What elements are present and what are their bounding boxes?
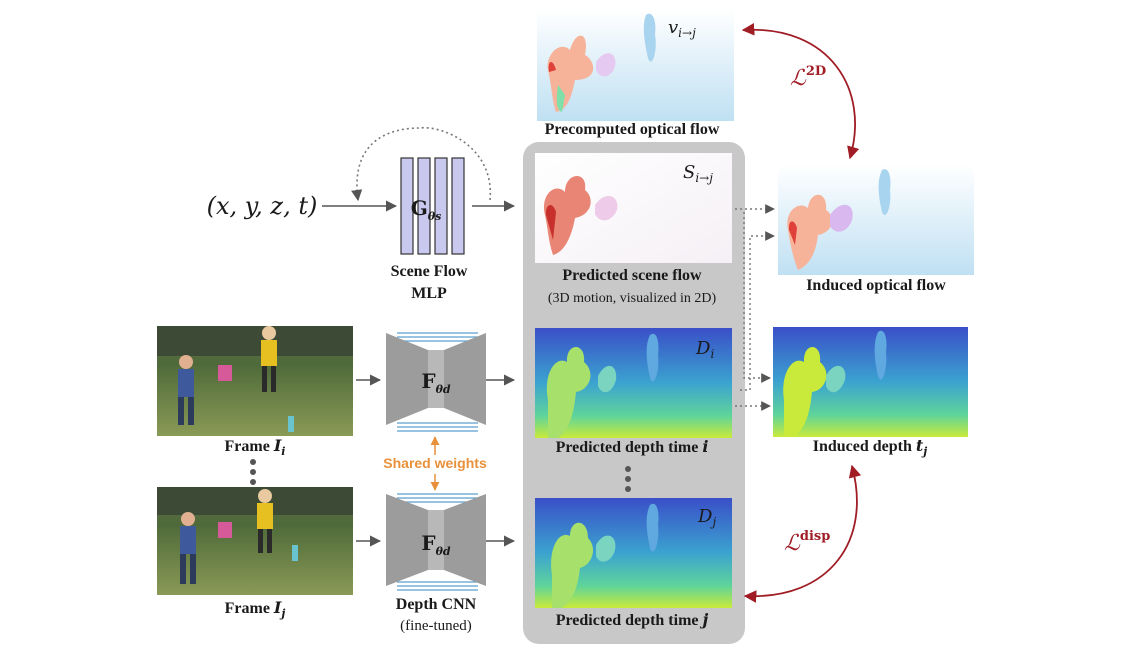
optical-flow-tag: vi→j <box>668 17 696 40</box>
loss-2d-label: ℒ2D <box>790 64 826 91</box>
frame-j-label: Frame Ij <box>225 598 286 620</box>
depth-i-tag: Di <box>695 338 714 361</box>
predicted-scene-flow-image <box>535 153 732 263</box>
loss-disp-label: ℒdisp <box>784 529 830 556</box>
predicted-depth-i-image <box>535 328 732 438</box>
induced-optical-flow-image <box>778 165 974 275</box>
loss-2d-arrow <box>741 23 860 160</box>
precomputed-optical-flow-label: Precomputed optical flow <box>545 121 720 138</box>
depth-j-tag: Dj <box>697 506 716 529</box>
depth-cnn-top-block <box>386 332 486 432</box>
precomputed-optical-flow-image <box>537 9 734 121</box>
center-ellipsis <box>625 466 631 492</box>
shared-weights-label: Shared weights <box>383 455 487 471</box>
scene-flow-mlp-block <box>400 157 465 255</box>
frame-i-label: Frame Ii <box>225 436 286 458</box>
mlp-symbol: Gθs <box>411 196 442 223</box>
depth-cnn-bottom-block <box>386 493 486 591</box>
predicted-depth-j-label: Predicted depth time j <box>556 610 709 629</box>
frame-j-image <box>157 487 353 595</box>
induced-depth-label: Induced depth tj <box>813 436 928 458</box>
loss-disp-arrow <box>743 464 862 603</box>
flow-arrows <box>322 200 516 547</box>
input-tuple: (x, y, z, t) <box>207 192 318 220</box>
induced-optical-flow-label: Induced optical flow <box>806 277 946 294</box>
mlp-label-line1: Scene Flow <box>391 263 468 280</box>
predicted-depth-i-label: Predicted depth time i <box>556 437 709 456</box>
scene-flow-tag: Si→j <box>683 162 713 185</box>
cnn-label-line2: (fine-tuned) <box>400 618 472 634</box>
frame-i-image <box>157 326 353 436</box>
induced-dotted-arrows <box>735 204 775 411</box>
predicted-scene-flow-label: Predicted scene flow <box>562 267 702 284</box>
predicted-scene-flow-sublabel: (3D motion, visualized in 2D) <box>548 291 717 306</box>
frames-ellipsis <box>250 459 256 485</box>
cnn-bottom-symbol: Fθd <box>421 531 451 558</box>
predicted-depth-j-image <box>535 498 732 608</box>
cnn-label-line1: Depth CNN <box>396 596 477 613</box>
induced-depth-image <box>773 327 968 437</box>
cnn-top-symbol: Fθd <box>421 369 451 396</box>
mlp-label-line2: MLP <box>411 285 447 302</box>
